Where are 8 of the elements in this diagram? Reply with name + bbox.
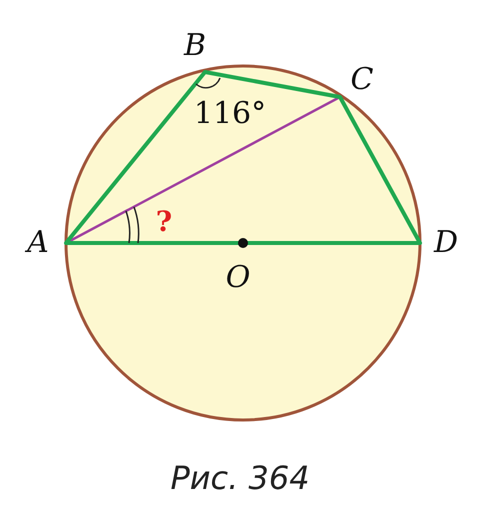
point-label: C bbox=[350, 65, 374, 95]
point-label: O bbox=[226, 263, 250, 293]
angle-label: 116° bbox=[194, 99, 266, 129]
figure-caption: Рис. 364 bbox=[170, 459, 310, 497]
point-label: B bbox=[184, 31, 206, 61]
unknown-angle-mark: ? bbox=[156, 208, 172, 236]
point-label: D bbox=[434, 228, 458, 258]
point-label: A bbox=[27, 228, 49, 258]
